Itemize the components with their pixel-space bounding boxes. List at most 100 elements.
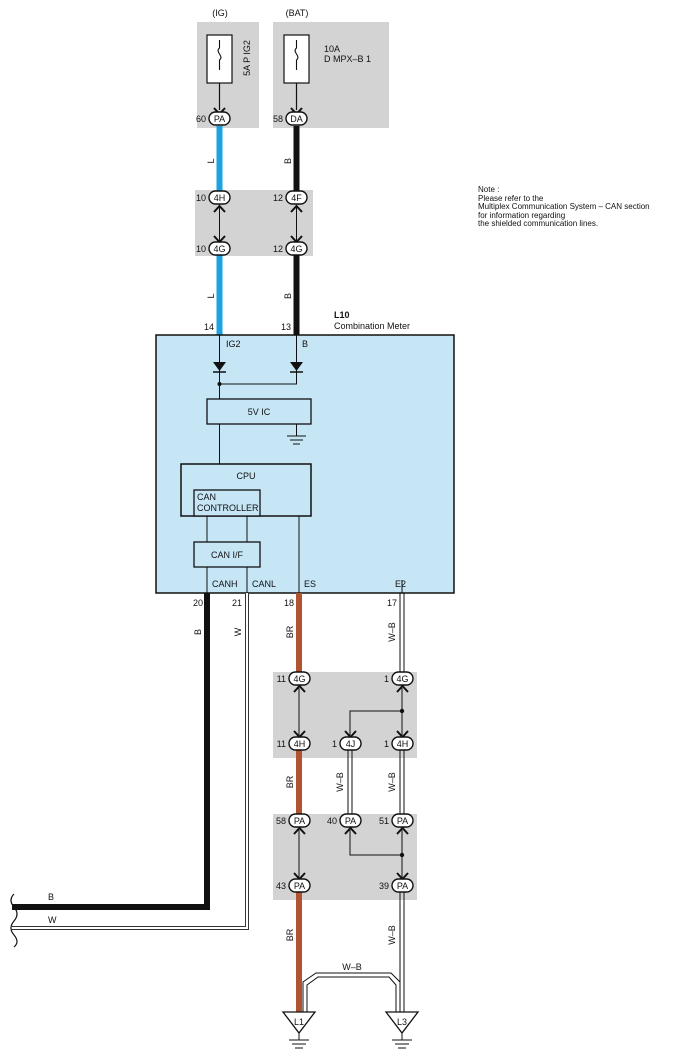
svg-text:4J: 4J [346, 739, 356, 749]
pin-13: 13 [281, 322, 291, 332]
note-line: Multiplex Communication System – CAN sec… [478, 202, 650, 211]
meter-canh-label: CANH [212, 579, 238, 589]
wire-color-w: W [233, 627, 243, 636]
svg-text:60: 60 [196, 114, 206, 124]
wire-color-b: B [48, 892, 54, 902]
note-line: for information regarding [478, 210, 566, 220]
connector-4h-11: 11 4H [277, 730, 311, 751]
svg-text:1: 1 [384, 674, 389, 684]
bat-label: (BAT) [286, 8, 309, 18]
wire-break-icon [10, 893, 18, 948]
svg-text:PA: PA [345, 816, 356, 826]
svg-text:12: 12 [273, 193, 283, 203]
cpu-label: CPU [236, 471, 255, 481]
ic-5v-block [206, 398, 312, 425]
svg-text:58: 58 [276, 816, 286, 826]
ground-l1: L1 [281, 1011, 317, 1049]
svg-text:10: 10 [196, 193, 206, 203]
meter-id: L10 [334, 310, 350, 320]
svg-text:51: 51 [379, 816, 389, 826]
svg-text:4G: 4G [213, 244, 225, 254]
svg-text:L3: L3 [397, 1017, 407, 1027]
svg-text:4H: 4H [397, 739, 409, 749]
can-if-label: CAN I/F [211, 550, 244, 560]
meter-e2-label: E2 [395, 579, 406, 589]
connector-4h-1: 1 4H [384, 730, 414, 751]
ground-point-icon [384, 1011, 420, 1035]
connector-4h-10: 10 4H [196, 190, 231, 213]
svg-text:4H: 4H [294, 739, 306, 749]
svg-text:L1: L1 [294, 1017, 304, 1027]
wire-color-b: B [193, 629, 203, 635]
svg-text:11: 11 [277, 739, 286, 749]
wire-color-b: B [283, 293, 293, 299]
ig-label: (IG) [212, 8, 228, 18]
meter-es-label: ES [304, 579, 316, 589]
wire-e2-wb [302, 593, 405, 1014]
connector-pa-51: 51 PA [379, 813, 414, 835]
wire-canh-b [12, 593, 210, 910]
connector-4f-12: 12 4F [273, 190, 308, 213]
connector-pa-58: 58 PA [276, 813, 311, 835]
wire-color-br: BR [285, 625, 295, 638]
connector-pa-39: 39 PA [379, 872, 414, 893]
svg-text:58: 58 [273, 114, 283, 124]
ig-fuse-label: 5A P IG2 [242, 40, 252, 76]
svg-text:1: 1 [332, 739, 337, 749]
svg-text:40: 40 [327, 816, 337, 826]
svg-text:43: 43 [276, 881, 286, 891]
svg-text:4H: 4H [214, 193, 226, 203]
can-controller-block [193, 489, 261, 517]
pin-14: 14 [204, 322, 214, 332]
note-line: the shielded communication lines. [478, 219, 599, 228]
svg-text:4G: 4G [293, 674, 305, 684]
connector-4g-1: 1 4G [384, 671, 414, 693]
connector-pa-43: 43 PA [276, 872, 311, 893]
meter-ig2-label: IG2 [226, 339, 241, 349]
svg-text:39: 39 [379, 881, 389, 891]
svg-text:1: 1 [384, 739, 389, 749]
svg-text:12: 12 [273, 244, 283, 254]
svg-text:4G: 4G [290, 244, 302, 254]
wire-canl-w [12, 593, 249, 930]
ground-icon [287, 435, 306, 445]
connector-da-58: 58 DA [273, 107, 308, 126]
meter-b-label: B [302, 339, 308, 349]
connector-4g-11: 11 4G [277, 671, 311, 693]
wire-color-l: L [206, 158, 216, 163]
wire-color-wb: W–B [387, 622, 397, 642]
bat-fuse-amp: 10A [324, 44, 340, 54]
svg-text:PA: PA [294, 816, 305, 826]
ground-point-icon [281, 1011, 317, 1035]
meter-name: Combination Meter [334, 321, 410, 331]
connector-pa-40: 40 PA [327, 813, 362, 835]
svg-text:PA: PA [294, 881, 305, 891]
wire-color-wb: W–B [387, 772, 397, 792]
connector-pa-60: 60 PA [196, 107, 231, 126]
wire-color-w: W [48, 915, 57, 925]
ig-fuse-block: (IG) 5A P IG2 [197, 8, 259, 128]
wire-color-br: BR [285, 928, 295, 941]
pin-20: 20 [193, 598, 203, 608]
bat-fuse-block: (BAT) 10A D MPX–B 1 [273, 8, 389, 128]
pin-21: 21 [232, 598, 242, 608]
bat-fuse-name: D MPX–B 1 [324, 54, 371, 64]
can-controller-label: CONTROLLER [197, 503, 259, 513]
fuse-icon [294, 40, 299, 70]
wire-color-wb: W–B [387, 925, 397, 945]
diode-icon [290, 362, 303, 371]
ground-l3: L3 [384, 1011, 420, 1049]
pin-17: 17 [387, 598, 397, 608]
svg-text:PA: PA [397, 816, 408, 826]
note-line: Please refer to the [478, 193, 544, 203]
fuse-icon [217, 40, 222, 70]
svg-text:DA: DA [290, 114, 303, 124]
wire-color-l: L [206, 293, 216, 298]
wire-color-wb: W–B [335, 772, 345, 792]
pin-18: 18 [284, 598, 294, 608]
svg-text:PA: PA [397, 881, 408, 891]
connector-4g-10: 10 4G [196, 235, 231, 256]
svg-text:10: 10 [196, 244, 206, 254]
wire-color-br: BR [285, 775, 295, 788]
wire-color-wb: W–B [342, 962, 362, 972]
